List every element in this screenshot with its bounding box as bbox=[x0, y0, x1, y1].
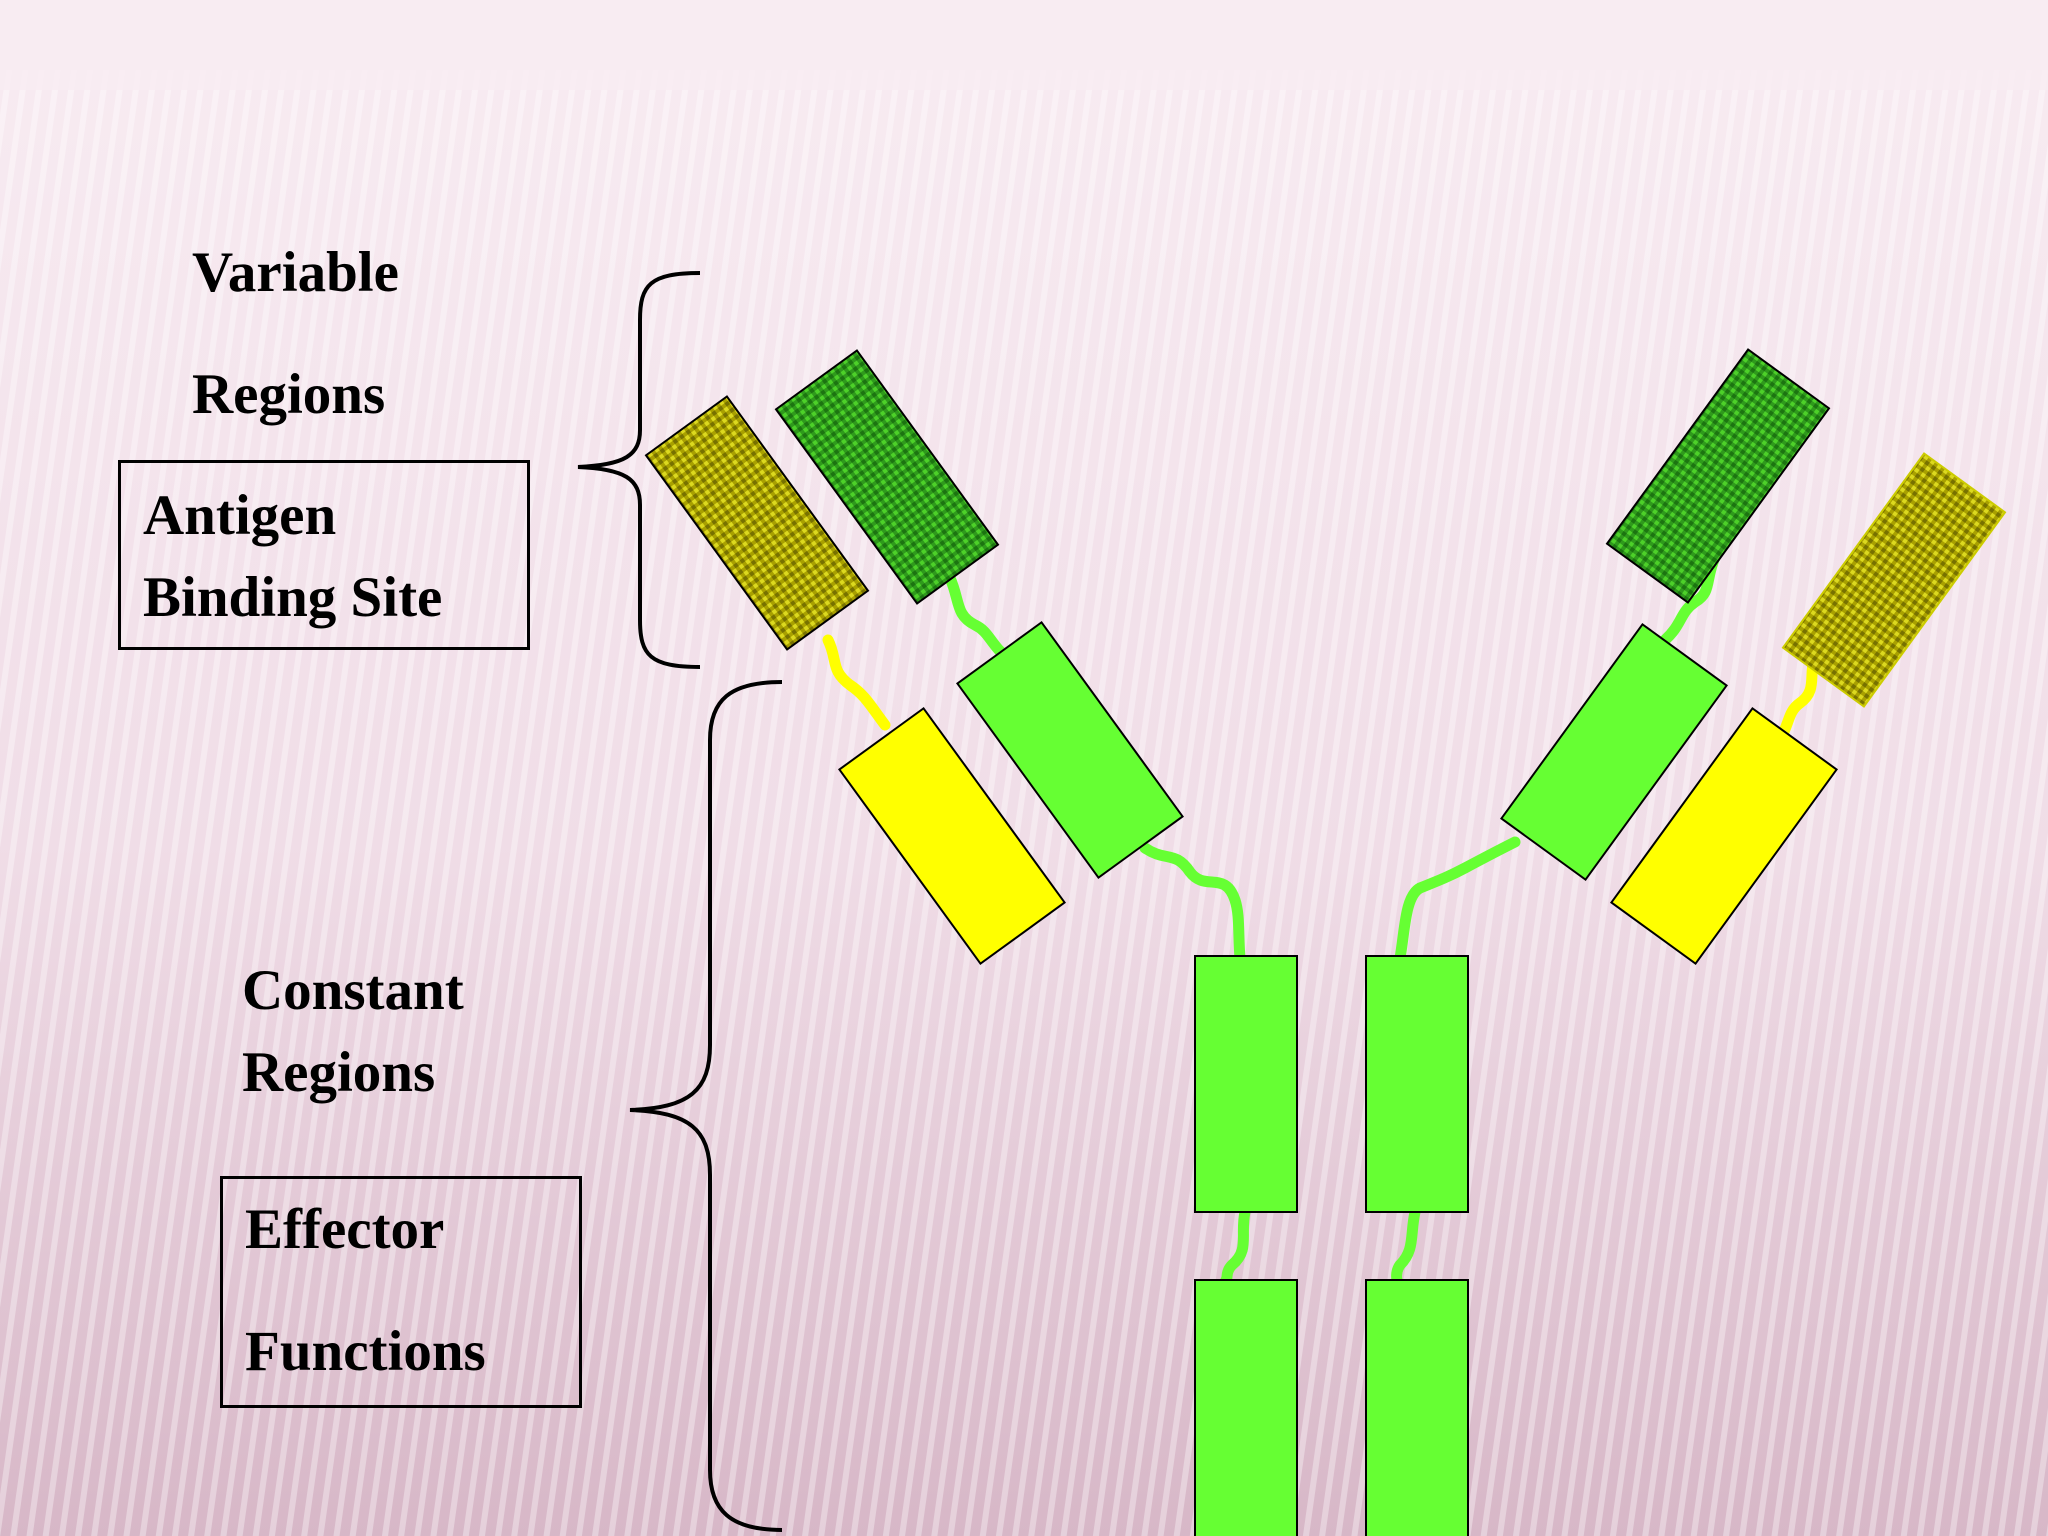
constant-regions-line2: Regions bbox=[242, 1040, 435, 1105]
effector-functions-line1: Effector bbox=[245, 1197, 444, 1262]
antigen-binding-line1: Antigen bbox=[143, 483, 336, 548]
right-ch3-domain bbox=[1366, 1280, 1468, 1536]
antigen-binding-line2: Binding Site bbox=[143, 565, 442, 630]
left-ch2-domain bbox=[1195, 956, 1297, 1212]
variable-regions-line2: Regions bbox=[192, 362, 385, 427]
effector-functions-line2: Functions bbox=[245, 1319, 486, 1384]
right-ch2-domain bbox=[1366, 956, 1468, 1212]
variable-regions-line1: Variable bbox=[192, 240, 399, 305]
constant-regions-line1: Constant bbox=[242, 958, 464, 1023]
antigen-binding-site-box: Antigen Binding Site bbox=[118, 460, 530, 650]
left-ch3-domain bbox=[1195, 1280, 1297, 1536]
effector-functions-box: Effector Functions bbox=[220, 1176, 582, 1408]
